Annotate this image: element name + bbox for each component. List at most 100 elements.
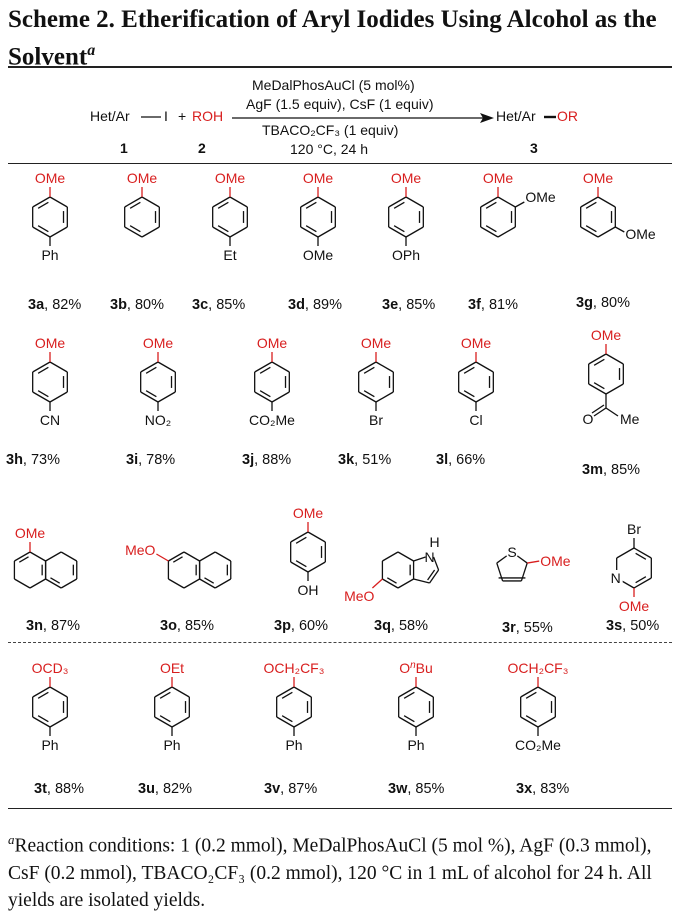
top-substituent: OMe bbox=[303, 170, 334, 186]
compound-number: 3s bbox=[606, 618, 623, 634]
bond bbox=[157, 391, 176, 403]
bond bbox=[18, 556, 29, 563]
compound-number: 3v bbox=[264, 781, 281, 797]
bond bbox=[429, 569, 440, 584]
top-substituent: OMe bbox=[127, 170, 158, 186]
bond bbox=[458, 361, 477, 373]
bond bbox=[397, 578, 414, 589]
bond-line bbox=[544, 115, 556, 119]
bond bbox=[32, 716, 51, 728]
yield-label-3t: 3t, 88% bbox=[34, 781, 84, 797]
yield-value: , 50% bbox=[622, 618, 660, 634]
bond bbox=[60, 551, 78, 562]
bond bbox=[397, 551, 414, 562]
footnote: aReaction conditions: 1 (0.2 mmol), MeDa… bbox=[8, 832, 652, 911]
bond bbox=[271, 361, 290, 373]
bond bbox=[496, 555, 508, 564]
bond bbox=[616, 547, 635, 559]
bond bbox=[254, 391, 273, 403]
bond bbox=[475, 391, 494, 403]
scheme-rule bbox=[8, 163, 672, 164]
reaction-arrow bbox=[232, 113, 494, 123]
bond bbox=[49, 686, 68, 698]
yield-value: , 85% bbox=[398, 297, 436, 313]
yield-label-3m: 3m, 85% bbox=[582, 462, 640, 478]
bond bbox=[382, 578, 399, 589]
yield-value: , 81% bbox=[480, 297, 518, 313]
ortho-substituent: OMe bbox=[525, 189, 556, 205]
bond bbox=[480, 226, 499, 238]
top-substituent: OMe bbox=[15, 525, 46, 541]
bond bbox=[520, 686, 539, 698]
yield-value: , 80% bbox=[592, 295, 631, 311]
top-substituent: Br bbox=[627, 521, 641, 537]
compound-number: 3w bbox=[388, 781, 408, 797]
bond bbox=[171, 716, 190, 728]
bond bbox=[172, 556, 183, 563]
bond bbox=[516, 555, 528, 564]
bond-line bbox=[141, 116, 161, 118]
bond bbox=[593, 358, 605, 366]
top-substituent: OMe bbox=[461, 335, 492, 351]
bond bbox=[615, 226, 625, 233]
bond bbox=[204, 577, 215, 584]
top-substituent: OMe bbox=[257, 335, 288, 351]
bond bbox=[212, 196, 231, 208]
bond bbox=[515, 201, 525, 208]
bottom-substituent: OMe bbox=[619, 598, 650, 614]
bottom-substituent: Ph bbox=[285, 737, 302, 753]
bond bbox=[129, 225, 141, 233]
bond bbox=[520, 716, 539, 728]
compound-number: 3x bbox=[516, 781, 533, 797]
bond bbox=[159, 691, 171, 699]
bond bbox=[214, 551, 232, 562]
top-substituent: OMe bbox=[483, 170, 514, 186]
top-substituent: OMe bbox=[215, 170, 246, 186]
bond bbox=[398, 686, 417, 698]
sulfur-label: S bbox=[507, 544, 516, 560]
bond bbox=[168, 578, 185, 589]
compound-number: 3g bbox=[576, 295, 593, 311]
bond bbox=[212, 226, 231, 238]
yield-label-3c: 3c, 85% bbox=[192, 297, 245, 313]
bond bbox=[398, 716, 417, 728]
yield-label-3q: 3q, 58% bbox=[374, 618, 428, 634]
yield-value: , 89% bbox=[304, 297, 343, 313]
bond bbox=[254, 361, 273, 373]
compound-number: 3b bbox=[110, 297, 127, 313]
reactant-alcohol: ROH bbox=[192, 108, 224, 124]
structure-3o: MeO bbox=[125, 542, 232, 589]
bond bbox=[580, 196, 599, 208]
right-substituent: OMe bbox=[540, 553, 571, 569]
top-substituent: OCH₂CF₃ bbox=[264, 660, 325, 676]
compound-number: 3l bbox=[436, 452, 449, 468]
top-substituent: OMe bbox=[143, 335, 174, 351]
bond bbox=[358, 391, 377, 403]
compound-number: 3p bbox=[274, 618, 291, 634]
bottom-substituent: Ph bbox=[41, 737, 58, 753]
section-divider bbox=[8, 642, 672, 643]
bond bbox=[415, 686, 434, 698]
yield-value: , 83% bbox=[532, 781, 570, 797]
bond bbox=[45, 551, 62, 562]
bond bbox=[293, 716, 312, 728]
yield-value: , 82% bbox=[44, 297, 82, 313]
yield-label-3u: 3u, 82% bbox=[138, 781, 192, 797]
bond bbox=[60, 578, 78, 589]
bond bbox=[307, 561, 326, 573]
bond bbox=[605, 353, 624, 365]
